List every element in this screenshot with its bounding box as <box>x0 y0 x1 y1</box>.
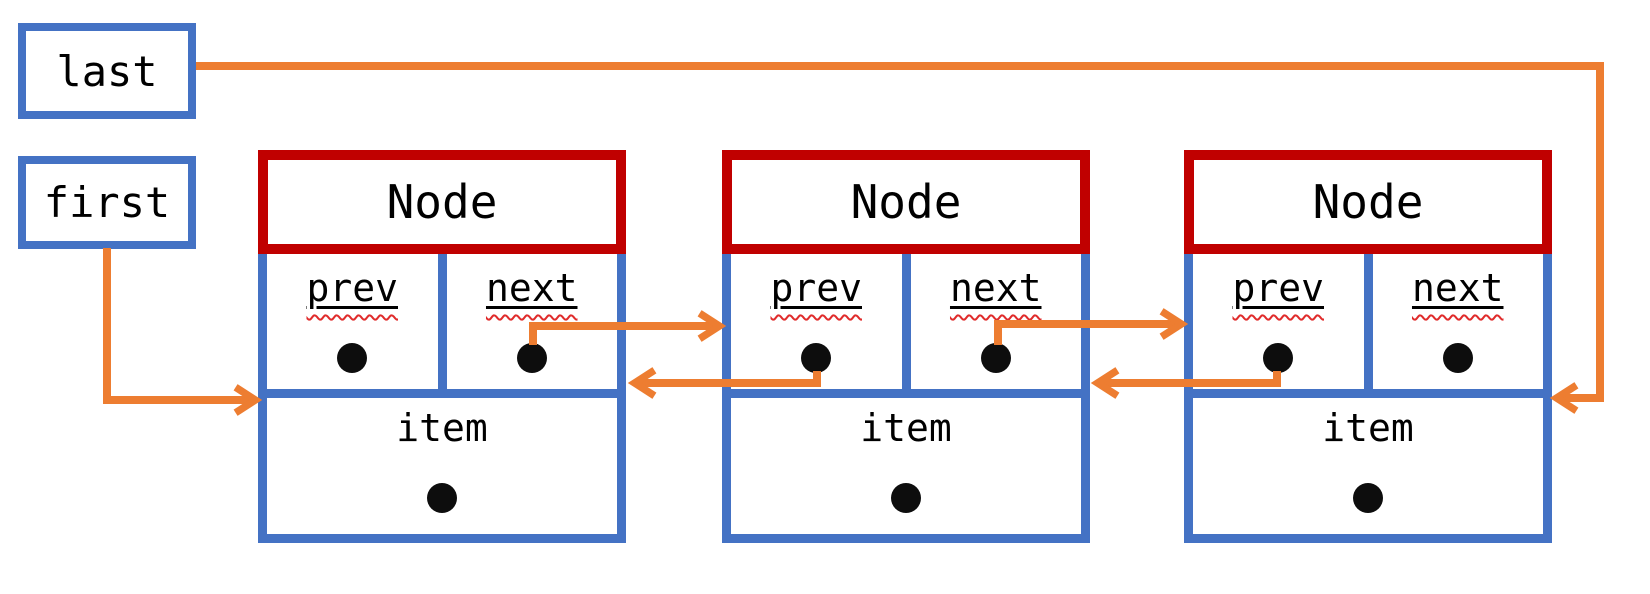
node-2-next-pointer-dot-icon <box>980 343 1011 373</box>
node-1-next-label: next <box>485 266 578 311</box>
node-2-prev-label: prev <box>770 266 862 311</box>
node-3-next-label-text: next <box>1411 266 1504 310</box>
node-3-pointer-row: prev next <box>1193 254 1543 398</box>
first-arrow <box>103 248 263 416</box>
node-2-item-row: item <box>731 398 1081 534</box>
node-1-item-pointer-dot-icon <box>427 483 457 513</box>
node-3-item-row: item <box>1193 398 1543 534</box>
node-1-prev-pointer-dot-icon <box>337 343 368 373</box>
node-1-prev-label-text: prev <box>306 266 398 310</box>
node-2-item-pointer-dot-icon <box>891 483 921 513</box>
node-3-item-pointer-dot-icon <box>1353 483 1383 513</box>
node-1-header: Node <box>258 150 626 254</box>
last-reference-box: last <box>18 23 196 119</box>
last-label: last <box>56 46 158 96</box>
node-2-next-label: next <box>949 266 1042 311</box>
node-1-next-pointer-dot-icon <box>516 343 547 373</box>
node-1-item-row: item <box>267 398 617 534</box>
node-1-pointer-row: prev next <box>267 254 617 398</box>
node-1: Node prev next item <box>258 150 626 543</box>
node-3-next-pointer-dot-icon <box>1442 343 1473 373</box>
node-2-prev-label-text: prev <box>770 266 862 310</box>
node-1-next-label-text: next <box>485 266 578 310</box>
node-3-prev-pointer-dot-icon <box>1263 343 1294 373</box>
node-1-body: prev next item <box>258 254 626 543</box>
node-2-next-label-text: next <box>949 266 1042 310</box>
node-2-body: prev next item <box>722 254 1090 543</box>
node-2-item-label: item <box>860 406 952 450</box>
node-1-title: Node <box>386 175 498 229</box>
node-2-header: Node <box>722 150 1090 254</box>
node-1-prev-cell: prev <box>267 254 438 389</box>
node-2-pointer-row: prev next <box>731 254 1081 398</box>
node-3-body: prev next item <box>1184 254 1552 543</box>
node-1-prev-label: prev <box>306 266 398 311</box>
node-1-next-cell: next <box>437 254 618 389</box>
node-2: Node prev next item <box>722 150 1090 543</box>
node-1-item-label: item <box>396 406 488 450</box>
first-reference-box: first <box>18 156 196 249</box>
node-2-prev-pointer-dot-icon <box>801 343 832 373</box>
node-2-next-cell: next <box>901 254 1082 389</box>
node-3: Node prev next item <box>1184 150 1552 543</box>
first-label: first <box>43 178 171 227</box>
node-3-prev-cell: prev <box>1193 254 1364 389</box>
node-2-title: Node <box>850 175 962 229</box>
node-3-item-label: item <box>1322 406 1414 450</box>
node-3-next-cell: next <box>1363 254 1544 389</box>
node-3-title: Node <box>1312 175 1424 229</box>
node-3-prev-label-text: prev <box>1232 266 1324 310</box>
node-3-next-label: next <box>1411 266 1504 311</box>
node-2-prev-cell: prev <box>731 254 902 389</box>
node-3-header: Node <box>1184 150 1552 254</box>
node-3-prev-label: prev <box>1232 266 1324 311</box>
